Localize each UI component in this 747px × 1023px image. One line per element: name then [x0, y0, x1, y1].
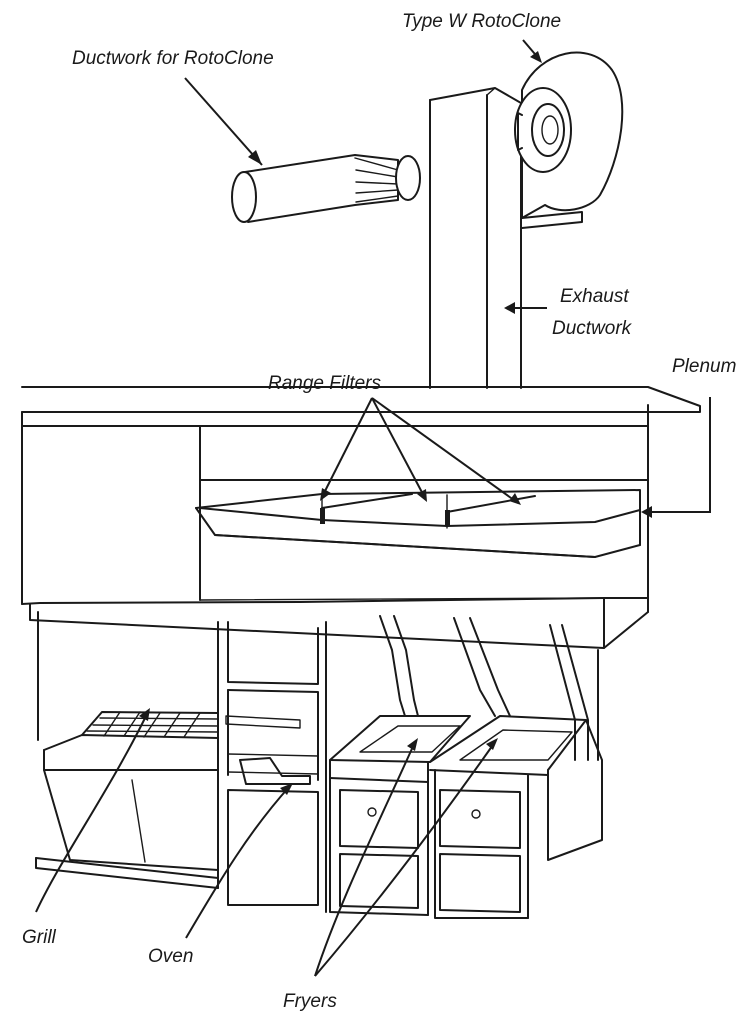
hood-canopy	[21, 386, 701, 649]
filter-clip-1	[320, 508, 325, 524]
oven-arrowhead	[280, 783, 293, 795]
filter-arrow-3	[371, 397, 519, 504]
plenum-arrowhead	[641, 506, 652, 518]
grill	[35, 611, 219, 889]
label-fryers: Fryers	[283, 991, 337, 1012]
label-exhaust-line1: Exhaust	[560, 286, 629, 307]
exhaust-duct	[429, 87, 522, 389]
callout-arrows	[35, 39, 711, 977]
oven	[217, 621, 327, 913]
filter-arrow-1	[321, 397, 373, 498]
label-grill: Grill	[22, 927, 57, 948]
plenum-box	[195, 489, 641, 558]
exhaust-arrowhead	[504, 302, 515, 314]
ductwork-arrow	[184, 77, 263, 166]
grill-arrow	[35, 711, 149, 913]
filter-arrow-2	[371, 397, 426, 499]
filter-arrowhead-3	[509, 493, 521, 505]
label-ductwork: Ductwork for RotoClone	[72, 48, 274, 69]
fryer-arrow-2	[314, 741, 496, 977]
rotoclone-arrowhead	[530, 51, 542, 63]
label-exhaust-line2: Ductwork	[552, 318, 633, 339]
fryers	[329, 615, 603, 919]
labels: Type W RotoClone Ductwork for RotoClone …	[22, 11, 736, 1012]
fryer-arrowhead-2	[486, 738, 498, 750]
ductwork-arrowhead	[248, 150, 262, 165]
rotoclone-fan	[514, 51, 624, 229]
rotoclone-ductwork	[231, 154, 421, 223]
oven-arrow	[185, 785, 291, 939]
filter-arrowhead-1	[320, 488, 331, 501]
fryer-arrowhead-1	[407, 738, 418, 751]
grill-arrowhead	[139, 708, 150, 721]
filter-clip-2	[445, 510, 450, 526]
label-plenum: Plenum	[672, 356, 736, 377]
fryer-arrow-1	[314, 741, 416, 977]
grill-grate	[81, 711, 219, 739]
label-oven: Oven	[148, 946, 193, 967]
label-range-filters: Range Filters	[268, 373, 381, 394]
label-rotoclone: Type W RotoClone	[402, 11, 561, 32]
plenum-arrow	[643, 397, 711, 513]
filter-arrowhead-2	[417, 489, 427, 502]
